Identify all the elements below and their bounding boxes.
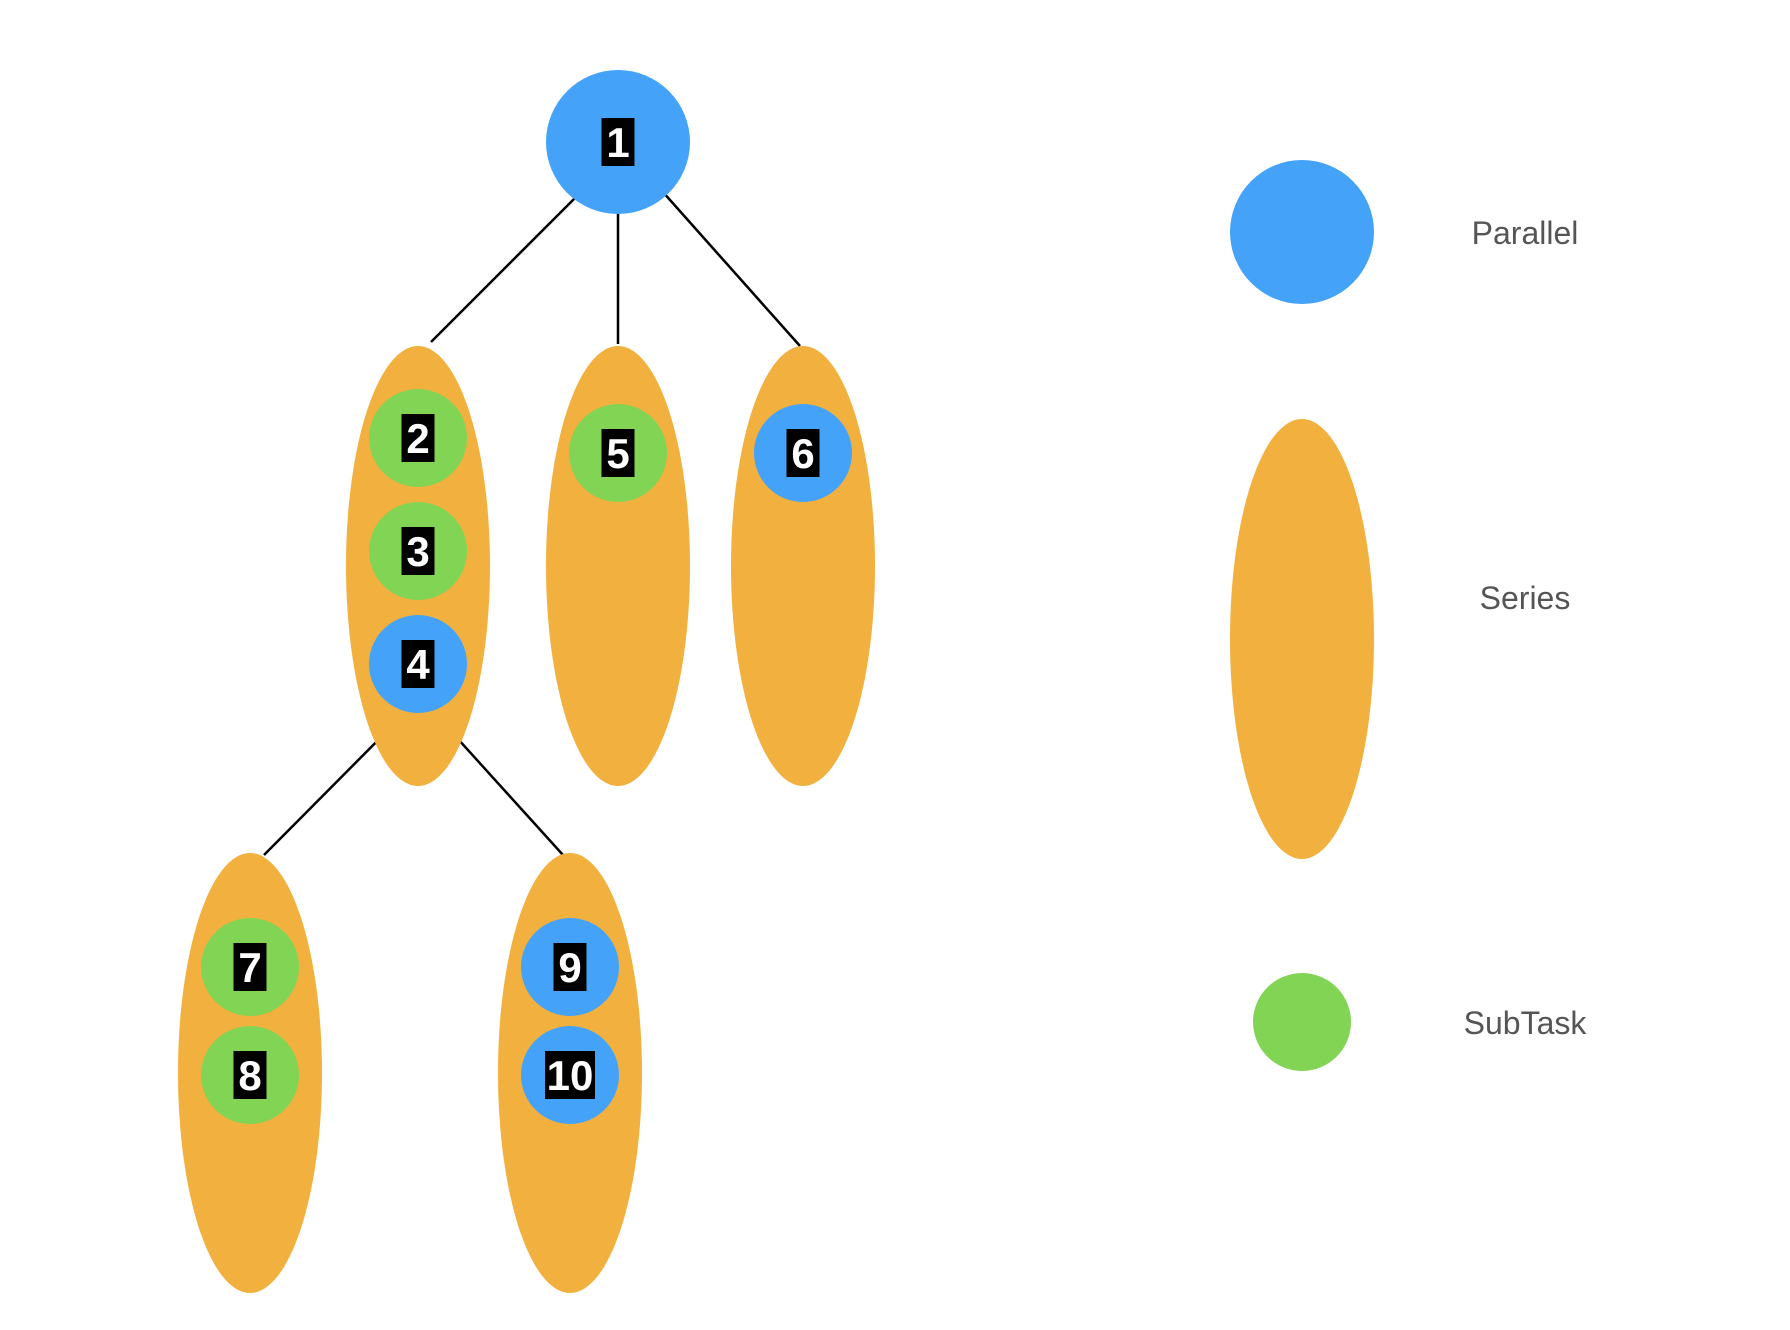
node-label-background [401,640,435,688]
node-label-8: 8 [238,1052,261,1099]
edge-1-to-s-2-3-4 [430,197,576,343]
task-node-8-subtask: 8 [201,1026,299,1124]
node-label-1: 1 [606,119,629,166]
legend-label-series: Series [1480,580,1571,616]
legend-item-parallel: Parallel [1230,160,1578,304]
legend-item-series: Series [1230,419,1570,859]
node-label-9: 9 [558,944,581,991]
node-label-background [601,429,635,477]
task-node-2-subtask: 2 [369,389,467,487]
node-label-6: 6 [791,430,814,477]
node-label-background [786,429,820,477]
task-node-9-parallel: 9 [521,918,619,1016]
task-node-7-subtask: 7 [201,918,299,1016]
edge-1-to-s-6 [661,190,801,347]
legend-swatch-parallel [1230,160,1374,304]
node-label-background [601,118,635,166]
edges [263,190,801,856]
task-node-3-subtask: 3 [369,502,467,600]
task-nodes: 2 3 4 5 6 7 8 9 10 1 [201,70,852,1124]
node-label-background [401,527,435,575]
task-node-6-parallel: 6 [754,404,852,502]
node-label-background [233,943,267,991]
node-label-4: 4 [406,641,430,688]
node-label-2: 2 [406,415,429,462]
legend-label-parallel: Parallel [1472,215,1579,251]
legend-label-subtask: SubTask [1464,1005,1588,1041]
task-node-4-parallel: 4 [369,615,467,713]
node-label-background [401,414,435,462]
legend-swatch-subtask [1253,973,1351,1071]
node-label-background [233,1051,267,1099]
node-label-7: 7 [238,944,261,991]
task-node-5-subtask: 5 [569,404,667,502]
node-label-background [545,1051,595,1099]
task-node-1-parallel: 1 [546,70,690,214]
node-label-10: 10 [547,1052,594,1099]
legend-item-subtask: SubTask [1253,973,1587,1071]
task-node-10-parallel: 10 [521,1026,619,1124]
node-label-5: 5 [606,430,629,477]
legend-swatch-series [1230,419,1374,859]
node-label-background [553,943,587,991]
node-label-3: 3 [406,528,429,575]
